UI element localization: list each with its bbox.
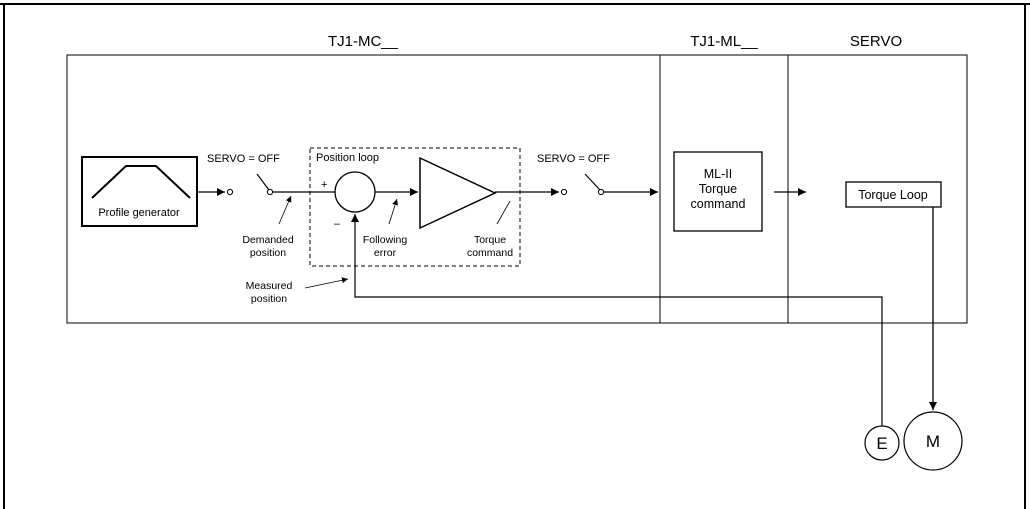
system-box (66, 54, 968, 324)
section-header-ml: TJ1-ML__ (690, 33, 758, 50)
servo-switch-1-label: SERVO = OFF (207, 153, 280, 165)
trapezoid-profile-icon (91, 165, 191, 199)
svg-text:Measured: Measured (246, 280, 293, 292)
following-error-annotation: Following error (363, 198, 408, 259)
ml-torque-command-block: ML-II Torque command (673, 151, 763, 232)
minus-sign: – (334, 218, 341, 230)
motor: M (903, 411, 963, 471)
measured-position-annotation: Measured position (246, 277, 349, 305)
svg-text:position: position (250, 247, 286, 259)
feedback-line (351, 214, 883, 426)
svg-text:Demanded: Demanded (242, 234, 294, 246)
section-header-servo: SERVO (850, 33, 902, 50)
ml-torque-line-3: command (691, 197, 746, 211)
torque-loop-block: Torque Loop (845, 181, 942, 208)
profile-generator-label: Profile generator (98, 207, 180, 219)
plus-sign: + (321, 179, 327, 191)
position-loop-boundary (309, 147, 521, 267)
section-header-mc: TJ1-MC__ (328, 33, 399, 50)
position-loop-label: Position loop (316, 152, 379, 164)
motor-label: M (926, 432, 940, 451)
amplifier-triangle (419, 156, 497, 230)
svg-text:command: command (467, 247, 513, 259)
torque-command-annotation: Torque command (467, 200, 513, 259)
summing-junction (334, 171, 376, 213)
svg-text:Following: Following (363, 234, 408, 246)
servo-switch-2: SERVO = OFF (537, 153, 610, 196)
page-frame (0, 3, 1030, 509)
encoder: E (864, 425, 900, 461)
svg-text:position: position (251, 293, 287, 305)
svg-text:Torque: Torque (474, 234, 506, 246)
ml-torque-line-2: Torque (699, 182, 737, 196)
demanded-position-annotation: Demanded position (242, 195, 294, 259)
servo-switch-1: SERVO = OFF (207, 153, 280, 196)
encoder-label: E (876, 434, 887, 453)
ml-torque-line-1: ML-II (704, 167, 732, 181)
torque-loop-label: Torque Loop (858, 188, 928, 202)
servo-switch-2-label: SERVO = OFF (537, 153, 610, 165)
svg-text:error: error (374, 247, 397, 259)
profile-generator-block: Profile generator (81, 156, 198, 227)
